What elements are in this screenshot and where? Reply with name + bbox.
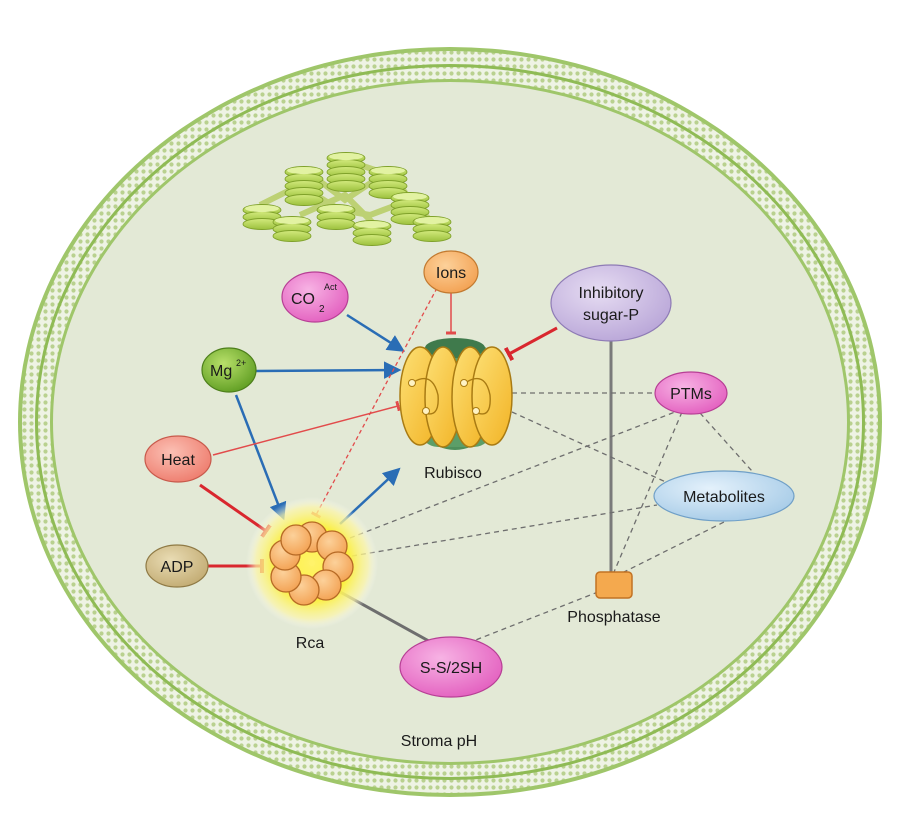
node-ions-label: Ions xyxy=(436,265,466,282)
node-ions: Ions xyxy=(423,250,479,294)
node-metabolites-label: Metabolites xyxy=(683,489,765,506)
node-ssh-label: S-S/2SH xyxy=(420,660,482,677)
rca-complex-icon xyxy=(246,497,378,629)
stroma-ph-label: Stroma pH xyxy=(401,733,477,750)
node-metabolites: Metabolites xyxy=(653,470,795,522)
rca-label: Rca xyxy=(296,635,325,652)
arrow-co2-rubisco xyxy=(346,313,405,352)
arrow-mg-rubisco xyxy=(255,361,402,379)
phosphatase-icon xyxy=(595,571,633,599)
granum-stack xyxy=(390,192,430,225)
inhibit-sugarp-rubisco xyxy=(503,326,558,362)
connections xyxy=(199,287,761,647)
granum-stack xyxy=(316,204,356,230)
thylakoid-grana-icon xyxy=(242,152,452,246)
granum-stack xyxy=(352,220,392,246)
node-adp-label: ADP xyxy=(161,559,194,576)
granum-stack xyxy=(326,152,366,192)
node-adp: ADP xyxy=(145,544,209,588)
node-mg-superscript: 2+ xyxy=(236,358,246,368)
node-inhibitory-line1: Inhibitory xyxy=(579,285,644,302)
rubisco-complex-icon xyxy=(399,338,513,450)
phosphatase-label: Phosphatase xyxy=(567,609,661,626)
granum-stack xyxy=(272,216,312,242)
node-ptms: PTMs xyxy=(654,371,728,415)
rubisco-label: Rubisco xyxy=(424,465,482,482)
inhibit-heat-rubisco xyxy=(212,400,401,456)
node-ptms-label: PTMs xyxy=(670,386,712,403)
inhibit-heat-rca xyxy=(199,483,272,538)
node-heat: Heat xyxy=(144,435,212,483)
granum-stack xyxy=(368,166,408,199)
node-co2-subscript: 2 xyxy=(319,304,325,315)
node-ssh: S-S/2SH xyxy=(399,636,503,698)
granum-stack xyxy=(284,166,324,206)
node-inhibitory-line2: sugar-P xyxy=(583,307,639,324)
inhibit-ions-rca xyxy=(310,287,438,519)
node-mg: Mg 2+ xyxy=(201,347,257,393)
granum-stack xyxy=(242,204,282,230)
node-heat-label: Heat xyxy=(161,452,195,469)
node-co2-superscript: Act xyxy=(324,282,338,292)
granum-stack xyxy=(412,216,452,242)
node-co2-label: CO xyxy=(291,291,315,308)
node-inhibitory-sugar-p: Inhibitory sugar-P xyxy=(550,264,672,342)
node-co2-act: CO 2 Act xyxy=(281,271,349,323)
arrow-mg-rca xyxy=(234,394,287,521)
node-mg-label: Mg xyxy=(210,363,232,380)
